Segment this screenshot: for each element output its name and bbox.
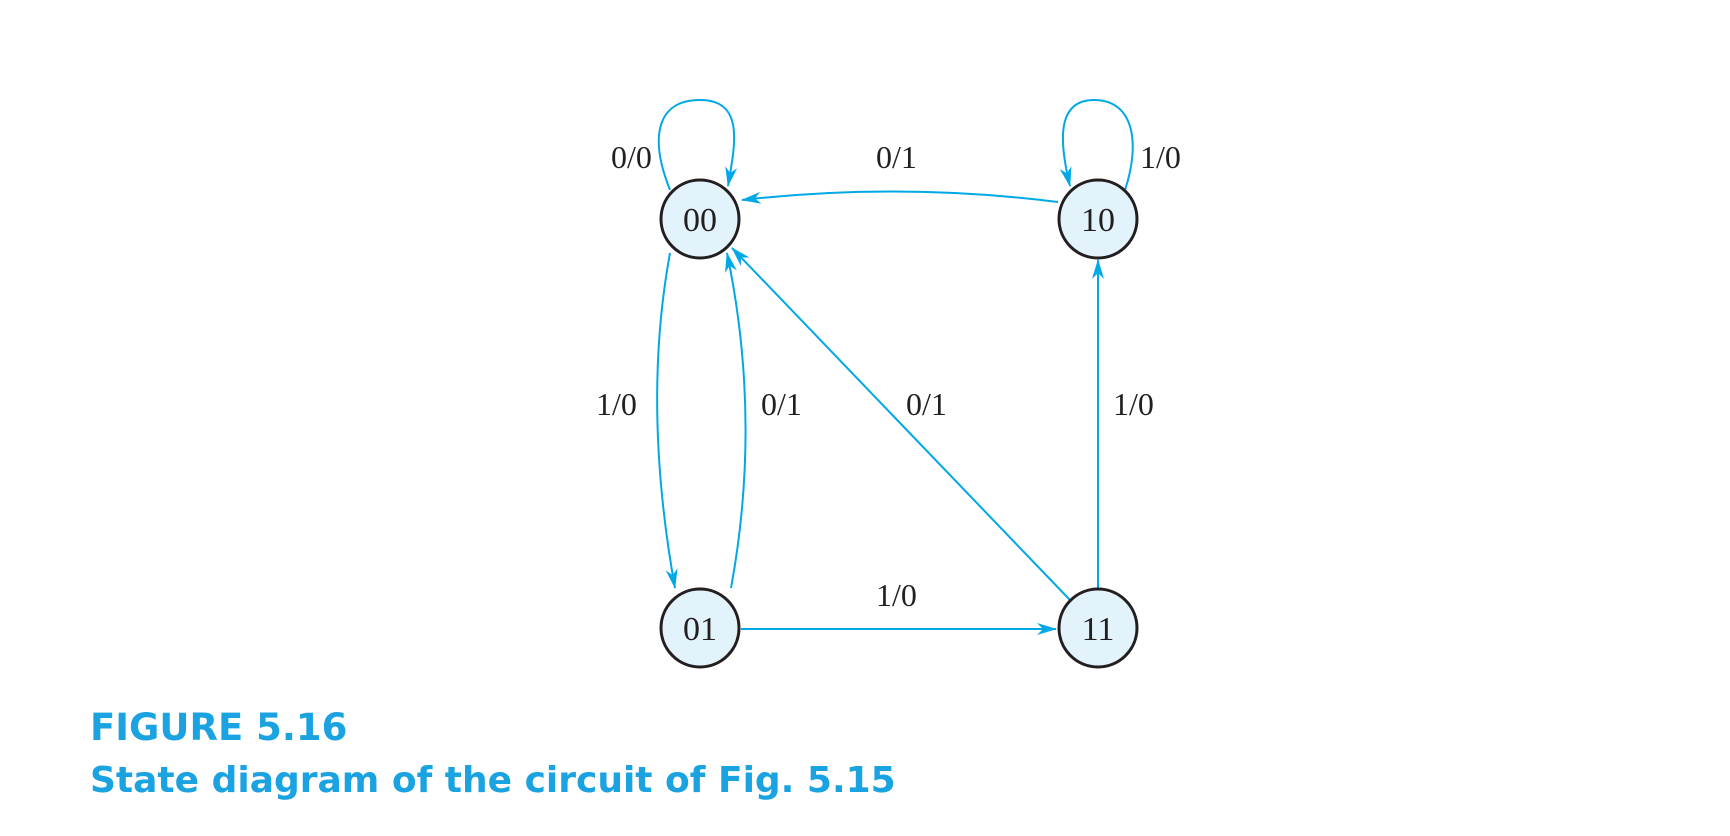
state-10: 10 <box>1057 178 1139 260</box>
edge-labels: 0/0 0/1 1/0 1/0 0/1 0/1 1/0 1/0 <box>596 139 1181 613</box>
edge-label-11-to-00: 0/1 <box>906 386 947 422</box>
edge-11-to-00 <box>731 247 1071 601</box>
state-10-circle <box>1057 178 1139 260</box>
edge-label-00-to-01: 1/0 <box>596 386 637 422</box>
edge-label-10-to-00: 0/1 <box>876 139 917 175</box>
edge-00-to-01 <box>656 252 678 589</box>
figure-number: FIGURE 5.16 <box>90 706 348 749</box>
edge-label-11-to-10: 1/0 <box>1113 386 1154 422</box>
edge-01-to-00 <box>725 252 747 589</box>
edge-label-01-to-11: 1/0 <box>876 577 917 613</box>
edge-10-to-10 <box>1059 98 1134 191</box>
state-01-label: 01 <box>683 611 717 648</box>
state-01-circle <box>659 587 741 669</box>
state-11-circle <box>1057 587 1139 669</box>
figure-title: State diagram of the circuit of Fig. 5.1… <box>90 760 896 801</box>
edge-label-10-to-10: 1/0 <box>1140 139 1181 175</box>
edge-00-to-00 <box>657 98 738 191</box>
state-10-label: 10 <box>1081 202 1115 239</box>
state-11: 11 <box>1057 587 1139 669</box>
state-00-label: 00 <box>683 202 717 239</box>
state-01: 01 <box>659 587 741 669</box>
state-00-circle <box>659 178 741 260</box>
edge-label-01-to-00: 0/1 <box>761 386 802 422</box>
edges <box>656 98 1134 635</box>
state-00: 00 <box>659 178 741 260</box>
state-11-label: 11 <box>1082 611 1115 648</box>
edge-label-00-to-00: 0/0 <box>611 139 652 175</box>
edge-10-to-00 <box>741 190 1059 204</box>
